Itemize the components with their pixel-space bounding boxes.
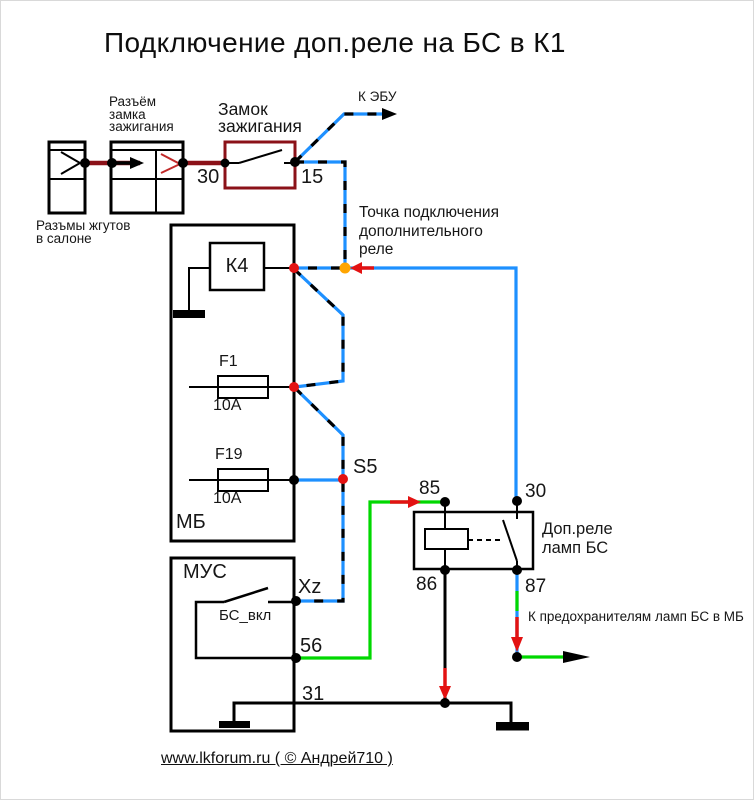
to-bs-fuses-label: К предохранителям ламп БС в МБ [528, 609, 744, 624]
credit-link[interactable]: www.lkforum.ru ( © Андрей710 ) [161, 750, 393, 767]
terminal-15-label: 15 [301, 166, 324, 188]
marked-junction-dots [289, 263, 348, 484]
terminal-30-label: 30 [197, 166, 220, 188]
red-arrowhead-relay87-icon [511, 637, 523, 652]
connection-point-label: Точка подключения дополнительного реле [359, 204, 499, 258]
ground-bar-icon [219, 721, 250, 728]
terminal-56-label: 56 [300, 635, 323, 657]
ground-bar-icon [496, 722, 529, 731]
junction-dots [80, 157, 522, 708]
red-arrowhead-icon [439, 686, 451, 700]
to-ecu-label: К ЭБУ [358, 89, 397, 104]
wire-to-ecu [293, 108, 397, 164]
ignition-lock-box [223, 140, 297, 190]
ignition-switch-arm [238, 149, 283, 164]
wire-relay87-output [511, 570, 590, 663]
wire-connection-to-relay30 [345, 266, 518, 501]
mus-box-label: МУС [183, 561, 227, 583]
wire-31-ground [219, 701, 529, 731]
relay-switch-arm [502, 519, 518, 562]
fuse-f19 [189, 468, 292, 492]
fuse-f1 [189, 375, 292, 399]
ground-bar-icon [173, 310, 205, 318]
k4-relay [173, 241, 292, 318]
relay-name-label: Доп.реле ламп БС [542, 520, 613, 557]
arrowhead-output-icon [563, 651, 590, 663]
ignition-connector-box [109, 140, 185, 215]
salon-connector-box-1 [47, 140, 87, 215]
flow-arrowhead-icon [130, 157, 144, 169]
red-arrow-connection-point [350, 262, 374, 274]
red-arrowhead-icon [408, 496, 421, 508]
terminal-31-label: 31 [302, 683, 325, 705]
wire-f1-to-xz [293, 386, 345, 603]
red-arrow-relay86 [439, 668, 451, 700]
bs-switch-arm [223, 586, 269, 604]
relay-terminal-85-label: 85 [419, 478, 441, 499]
relay-terminal-86-label: 86 [416, 574, 438, 595]
arrowhead-to-ecu-icon [382, 108, 397, 120]
page-title: Подключение доп.реле на БС в К1 [104, 27, 566, 58]
ignition-connector-label: Разъём замка зажигания [109, 94, 174, 134]
wire-15-branch [294, 160, 347, 270]
additional-relay-box [412, 501, 535, 571]
ignition-lock-label: Замок зажигания [218, 99, 302, 136]
relay-terminal-30-label: 30 [525, 481, 547, 502]
salon-connectors-label: Разъмы жгутов в салоне [36, 218, 131, 246]
fuse-f19-rating: 10А [213, 490, 242, 507]
red-arrowhead-icon [350, 262, 362, 274]
terminal-xz-label: Xz [298, 576, 322, 598]
mb-box-label: МБ [176, 511, 206, 533]
fuse-f1-name: F1 [219, 353, 238, 370]
relay-coil-icon [424, 528, 469, 550]
bs-switch-label: БС_вкл [219, 607, 272, 624]
bs-switch [194, 586, 295, 660]
red-arrow-relay85 [390, 496, 421, 508]
k4-relay-label: К4 [225, 254, 249, 277]
fuse-f19-name: F19 [215, 446, 243, 463]
fuse-f1-rating: 10А [213, 397, 242, 414]
wire-k4-to-f1 [292, 267, 345, 389]
terminal-s5-label: S5 [353, 456, 378, 478]
relay-terminal-87-label: 87 [525, 576, 547, 597]
connection-point-dot [339, 262, 351, 274]
